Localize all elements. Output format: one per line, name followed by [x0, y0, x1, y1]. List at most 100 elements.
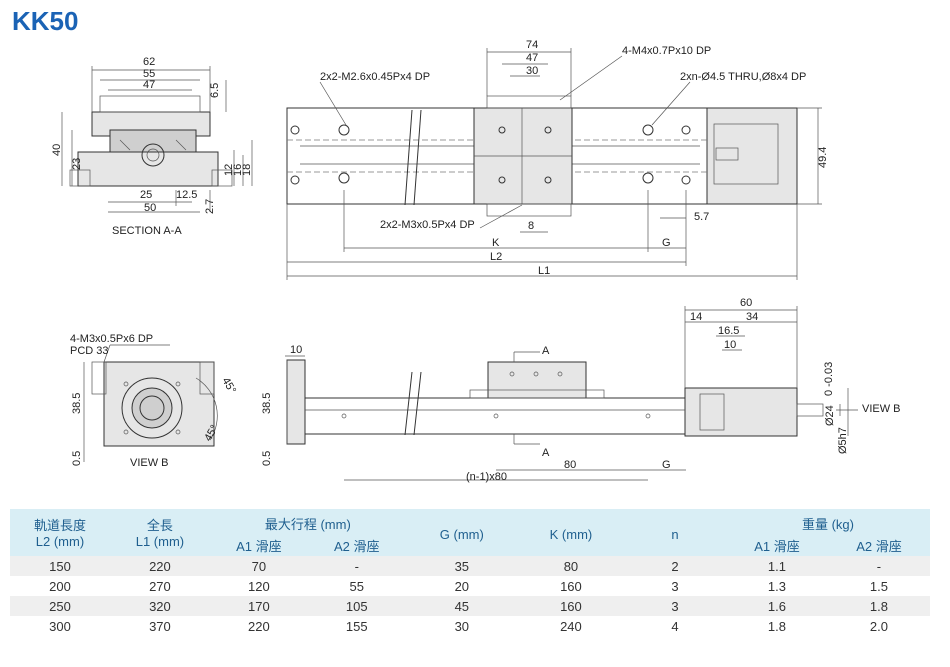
table-row: 300 370 220 155 30 240 4 1.8 2.0 [10, 616, 930, 636]
dim-12: 12 [223, 164, 235, 176]
dim-60: 60 [740, 297, 752, 309]
hole-m26-label: 2x2-M2.6x0.45Px4 DP [320, 71, 430, 83]
cell-weight-a1: 1.3 [725, 576, 828, 596]
dim-5-7: 5.7 [694, 211, 709, 223]
technical-drawing: 62 55 47 6.5 40 23 25 12.5 50 2.7 12 16 … [51, 39, 901, 483]
col-weight: 重量 (kg) [725, 509, 930, 534]
col-full-length-label: 全長 [146, 518, 173, 533]
cell-n: 2 [623, 556, 726, 576]
dim-25: 25 [140, 189, 152, 201]
cell-l1: 370 [109, 616, 210, 636]
dim-74: 74 [526, 39, 538, 51]
col-full-length-unit: L1 (mm) [135, 534, 185, 549]
cell-weight-a2: 2.0 [827, 616, 930, 636]
cell-l1: 220 [109, 556, 210, 576]
dim-40: 40 [51, 144, 63, 156]
cell-l1: 320 [109, 596, 210, 616]
top-view: 74 47 30 49.4 5.7 8 K G L2 L1 2x2-M2.6x0… [286, 39, 829, 280]
dim-12-5: 12.5 [176, 189, 197, 201]
cell-weight-a2: 1.8 [827, 596, 930, 616]
cell-stroke-a1: 220 [209, 616, 308, 636]
col-weight-a1: A1 滑座 [725, 534, 828, 556]
col-stroke: 最大行程 (mm) [209, 509, 406, 534]
cell-k: 80 [517, 556, 624, 576]
cell-stroke-a2: 155 [307, 616, 406, 636]
dim-47: 47 [143, 79, 155, 91]
cell-l1: 270 [109, 576, 210, 596]
angle-45-a: 45° [219, 376, 238, 396]
cell-n: 3 [623, 576, 726, 596]
view-b-arrow-label: VIEW B [862, 403, 901, 415]
col-rail-length: 軌道長度 L2 (mm) [10, 509, 110, 556]
dim-47-top: 47 [526, 52, 538, 64]
col-n: n [623, 509, 726, 556]
hole-m3-view-label: 4-M3x0.5Px6 DP [70, 333, 153, 345]
section-mark-a-top: A [542, 345, 550, 357]
section-aa-label: SECTION A-A [112, 225, 182, 237]
view-b-label: VIEW B [130, 457, 169, 469]
cell-g: 20 [405, 576, 518, 596]
spec-table: 軌道長度 L2 (mm) 全長 L1 (mm) 最大行程 (mm) G (mm)… [10, 509, 930, 636]
dim-phi24: Ø24 [824, 405, 836, 426]
cell-l2: 300 [10, 616, 110, 636]
dim-16-5: 16.5 [718, 325, 739, 337]
cell-stroke-a2: 55 [307, 576, 406, 596]
dim-n-minus-1-x80: (n-1)x80 [466, 471, 507, 483]
cell-weight-a1: 1.1 [725, 556, 828, 576]
dim-G: G [662, 237, 671, 249]
dim-0-5-a: 0.5 [71, 451, 83, 466]
dim-6-5: 6.5 [209, 83, 221, 98]
dim-30: 30 [526, 65, 538, 77]
cell-stroke-a2: 105 [307, 596, 406, 616]
table-row: 200 270 120 55 20 160 3 1.3 1.5 [10, 576, 930, 596]
dim-16: 16 [232, 164, 244, 176]
cell-n: 3 [623, 596, 726, 616]
cell-stroke-a2: - [307, 556, 406, 576]
cell-stroke-a1: 70 [209, 556, 308, 576]
dim-34: 34 [746, 311, 758, 323]
dim-50: 50 [144, 202, 156, 214]
hole-thru-label: 2xn-Ø4.5 THRU,Ø8x4 DP [680, 71, 806, 83]
dim-80: 80 [564, 459, 576, 471]
dim-55: 55 [143, 68, 155, 80]
col-weight-a2: A2 滑座 [827, 534, 930, 556]
dim-18: 18 [241, 164, 253, 176]
dim-14: 14 [690, 311, 702, 323]
dim-tolerance: 0 -0.03 [823, 362, 835, 396]
pcd-label: PCD 33 [70, 345, 109, 357]
dim-phi5: Ø5h7 [837, 427, 849, 454]
dim-10-a: 10 [290, 344, 302, 356]
cell-g: 30 [405, 616, 518, 636]
hole-m4-label: 4-M4x0.7Px10 DP [622, 45, 711, 57]
cell-l2: 150 [10, 556, 110, 576]
col-k: K (mm) [517, 509, 624, 556]
cell-weight-a2: 1.5 [827, 576, 930, 596]
dim-0-5-b: 0.5 [261, 451, 273, 466]
cell-stroke-a1: 120 [209, 576, 308, 596]
cell-l2: 250 [10, 596, 110, 616]
cell-k: 160 [517, 576, 624, 596]
dim-G-side: G [662, 459, 671, 471]
side-view: 10 38.5 0.5 60 14 34 16.5 10 Ø24 0 -0.03… [261, 297, 901, 483]
section-aa-view: 62 55 47 6.5 40 23 25 12.5 50 2.7 12 16 … [51, 56, 253, 237]
dim-8: 8 [528, 220, 534, 232]
page-title: KK50 [12, 6, 79, 36]
dim-62: 62 [143, 56, 155, 68]
col-full-length: 全長 L1 (mm) [109, 509, 210, 556]
dim-49-4: 49.4 [817, 147, 829, 168]
table-row: 250 320 170 105 45 160 3 1.6 1.8 [10, 596, 930, 616]
cell-weight-a1: 1.6 [725, 596, 828, 616]
col-stroke-a1: A1 滑座 [209, 534, 308, 556]
cell-g: 45 [405, 596, 518, 616]
view-b: 4-M3x0.5Px6 DP PCD 33 38.5 0.5 45° 45° V… [70, 333, 238, 469]
dim-L2: L2 [490, 251, 502, 263]
hole-m3-label: 2x2-M3x0.5Px4 DP [380, 219, 475, 231]
dim-10-b: 10 [724, 339, 736, 351]
dim-38-5-a: 38.5 [71, 393, 83, 414]
dim-L1: L1 [538, 265, 550, 277]
col-rail-length-unit: L2 (mm) [35, 534, 85, 549]
col-stroke-a2: A2 滑座 [307, 534, 406, 556]
cell-g: 35 [405, 556, 518, 576]
cell-k: 160 [517, 596, 624, 616]
dim-38-5-b: 38.5 [261, 393, 273, 414]
